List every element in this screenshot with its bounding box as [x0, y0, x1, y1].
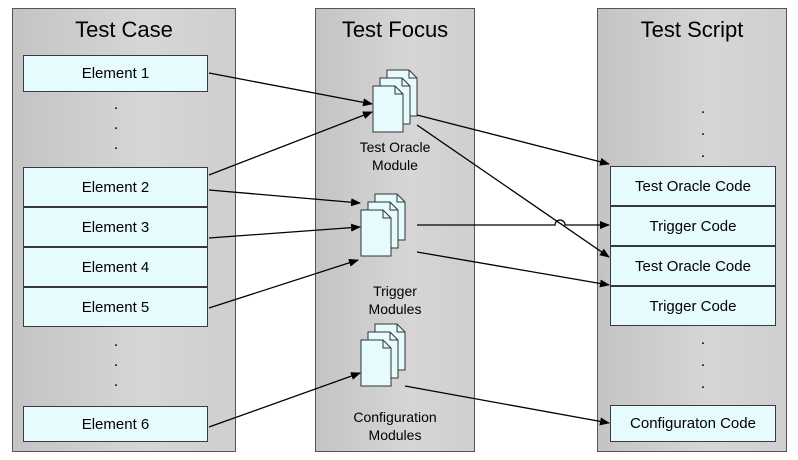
oracle-module-doc-icon: [372, 69, 418, 133]
configuration-modules-label-line1: Configuration: [353, 409, 437, 425]
connector-arrow: [416, 251, 610, 288]
test-script-title: Test Script: [640, 17, 744, 42]
connector-arrow: [208, 372, 361, 428]
connector-arrow: [416, 114, 610, 166]
ellipsis-dot: .: [113, 353, 119, 370]
connector-arrow: [208, 189, 361, 207]
trigger-modules-doc-icon: [360, 193, 406, 257]
connector-arrow: [417, 219, 610, 229]
configuration-modules-label: Configuration Modules: [320, 408, 470, 444]
trigger-modules-label-line1: Trigger: [373, 283, 417, 299]
test-case-element: Element 2: [23, 167, 208, 210]
connector-arrow: [404, 385, 610, 426]
trigger-modules-label-line2: Modules: [368, 301, 422, 317]
script-block: Test Oracle Code: [610, 166, 776, 209]
trigger-modules-label: Trigger Modules: [330, 282, 460, 318]
test-case-title: Test Case: [75, 17, 173, 42]
connector-arrow: [416, 124, 610, 258]
ellipsis-dot: .: [113, 136, 119, 153]
configuration-modules-doc-icon: [360, 323, 406, 387]
ellipsis-dot: .: [113, 116, 119, 133]
test-focus-title: Test Focus: [341, 17, 449, 42]
script-block: Trigger Code: [610, 286, 776, 329]
ellipsis-dot: .: [700, 144, 706, 161]
ellipsis-dot: .: [113, 333, 119, 350]
ellipsis-dot: .: [700, 331, 706, 348]
connector-arrow: [208, 72, 373, 107]
configuration-modules-label-line2: Modules: [368, 427, 422, 443]
connector-arrow: [208, 111, 373, 176]
oracle-module-label-line2: Module: [372, 157, 418, 173]
connector-arrow: [208, 258, 359, 309]
test-case-element: Element 4: [23, 247, 208, 290]
connector-arrow: [208, 223, 361, 239]
oracle-module-label: Test Oracle Module: [330, 138, 460, 174]
ellipsis-dot: .: [113, 373, 119, 390]
oracle-module-label-line1: Test Oracle: [359, 139, 431, 155]
script-block: Trigger Code: [610, 206, 776, 249]
ellipsis-dot: .: [700, 100, 706, 117]
ellipsis-dot: .: [700, 375, 706, 392]
ellipsis-dot: .: [700, 353, 706, 370]
ellipsis-dot: .: [113, 96, 119, 113]
ellipsis-dot: .: [700, 122, 706, 139]
